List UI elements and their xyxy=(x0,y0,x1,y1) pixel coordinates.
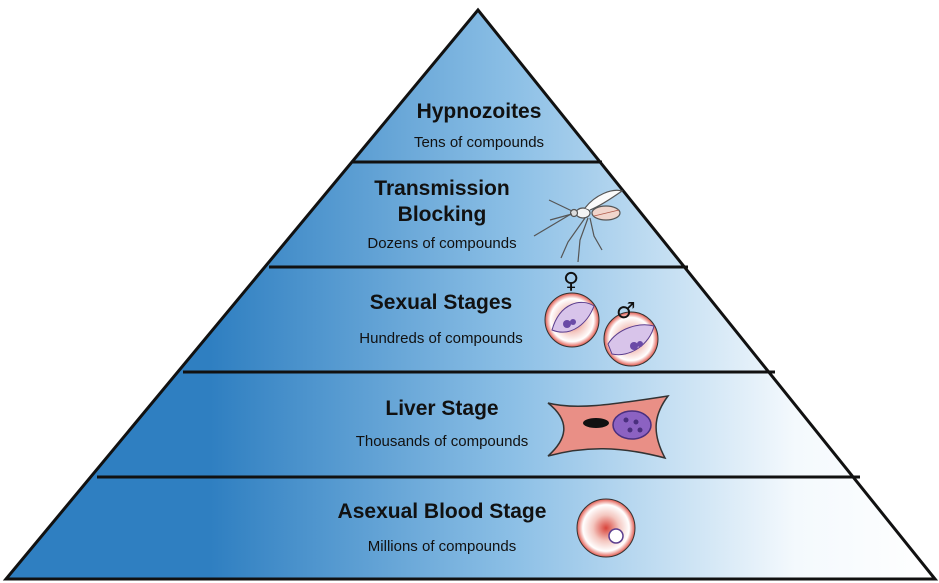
female-gametocyte-icon xyxy=(545,293,599,347)
tier-subtitle-asexual-blood-stage: Millions of compounds xyxy=(368,538,516,556)
tier-subtitle-liver-stage: Thousands of compounds xyxy=(356,433,529,451)
tier-subtitle-hypnozoites: Tens of compounds xyxy=(414,134,544,152)
female-symbol-icon: ♀ xyxy=(563,269,579,294)
male-symbol-icon: ♂ xyxy=(616,299,636,324)
liver-cell-icon xyxy=(548,396,668,458)
tier-title-transmission-blocking: Transmission Blocking xyxy=(374,176,509,228)
tier-subtitle-transmission-blocking: Dozens of compounds xyxy=(367,235,516,253)
tier-subtitle-sexual-stages: Hundreds of compounds xyxy=(359,330,522,348)
infected-red-blood-cell-icon xyxy=(577,499,635,557)
tier-title-asexual-blood-stage: Asexual Blood Stage xyxy=(338,499,547,525)
tier-title-sexual-stages: Sexual Stages xyxy=(370,290,512,316)
tier-title-liver-stage: Liver Stage xyxy=(385,396,498,422)
tier-title-hypnozoites: Hypnozoites xyxy=(417,99,542,125)
